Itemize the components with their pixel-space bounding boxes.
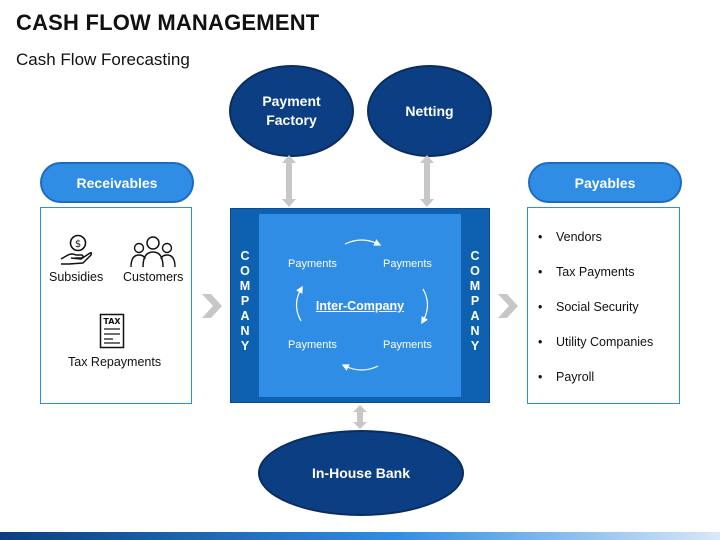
payable-item: • Social Security: [538, 298, 653, 333]
payables-header: Payables: [528, 162, 682, 203]
payments-label-bottom-left: Payments: [288, 339, 337, 351]
company-label-right: C O M P A N Y: [465, 249, 485, 354]
payment-factory-label-line1: Payment: [262, 93, 321, 110]
receivables-panel: [40, 207, 192, 404]
company-letter: A: [240, 309, 250, 323]
footer-gradient-bar: [0, 532, 720, 540]
company-letter: O: [240, 264, 250, 278]
people-group-icon: [130, 236, 176, 268]
inter-company-label: Inter-Company: [315, 299, 405, 313]
company-label-left: C O M P A N Y: [235, 249, 255, 354]
in-house-bank-label: In-House Bank: [311, 464, 410, 481]
company-letter: N: [240, 324, 250, 338]
receivables-header: Receivables: [40, 162, 194, 203]
payables-panel: •Vendors •Tax Payments •Social Security …: [527, 207, 680, 404]
bullet: •: [538, 300, 543, 314]
payable-item-label: Payroll: [556, 370, 595, 384]
payment-factory-label-line2: Factory: [266, 112, 317, 128]
company-letter: P: [470, 294, 480, 308]
company-letter: Y: [470, 339, 480, 353]
payable-item-label: Vendors: [556, 230, 602, 244]
payable-item: • Payroll: [538, 368, 653, 403]
payable-item: • Utility Companies: [538, 333, 653, 368]
bank-double-arrow: [353, 405, 367, 429]
bullet: •: [538, 370, 543, 384]
company-letter: C: [470, 249, 480, 263]
receivable-item-subsidies: Subsidies: [49, 270, 104, 284]
payables-list: •Vendors •Tax Payments •Social Security …: [538, 228, 653, 403]
slide-title: CASH FLOW MANAGEMENT: [16, 10, 320, 35]
payable-item: • Vendors: [538, 228, 653, 263]
company-letter: N: [470, 324, 480, 338]
in-house-bank-oval: In-House Bank: [258, 430, 464, 516]
payment-factory-oval: Payment Factory: [229, 65, 354, 157]
bullet: •: [538, 335, 543, 349]
receivables-to-company-arrow: [202, 294, 222, 318]
payments-label-top-right: Payments: [383, 258, 432, 270]
netting-double-arrow: [420, 155, 434, 207]
cycle-arrows-icon: [295, 239, 429, 371]
payments-label-bottom-right: Payments: [383, 339, 432, 351]
svg-text:$: $: [75, 239, 81, 250]
netting-oval: Netting: [367, 65, 492, 157]
svg-text:TAX: TAX: [103, 317, 121, 326]
slide-subtitle: Cash Flow Forecasting: [16, 50, 190, 69]
receivable-item-tax-repayments: Tax Repayments: [68, 355, 162, 369]
payments-label-top-left: Payments: [288, 258, 337, 270]
tax-document-icon: TAX: [99, 313, 125, 349]
company-letter: M: [469, 279, 481, 293]
company-letter: Y: [240, 339, 250, 353]
company-letter: P: [240, 294, 250, 308]
bullet: •: [538, 265, 543, 279]
netting-label: Netting: [405, 102, 454, 119]
company-letter: A: [470, 309, 480, 323]
payable-item-label: Social Security: [556, 300, 639, 314]
payable-item-label: Tax Payments: [556, 265, 635, 279]
payable-item: • Tax Payments: [538, 263, 653, 298]
payable-item-label: Utility Companies: [556, 335, 654, 349]
company-letter: C: [240, 249, 250, 263]
bullet: •: [538, 230, 543, 244]
company-letter: M: [239, 279, 251, 293]
receivable-item-customers: Customers: [123, 270, 184, 284]
company-to-payables-arrow: [498, 294, 518, 318]
company-letter: O: [470, 264, 480, 278]
hand-coin-icon: $: [60, 234, 93, 265]
factory-double-arrow: [282, 155, 296, 207]
